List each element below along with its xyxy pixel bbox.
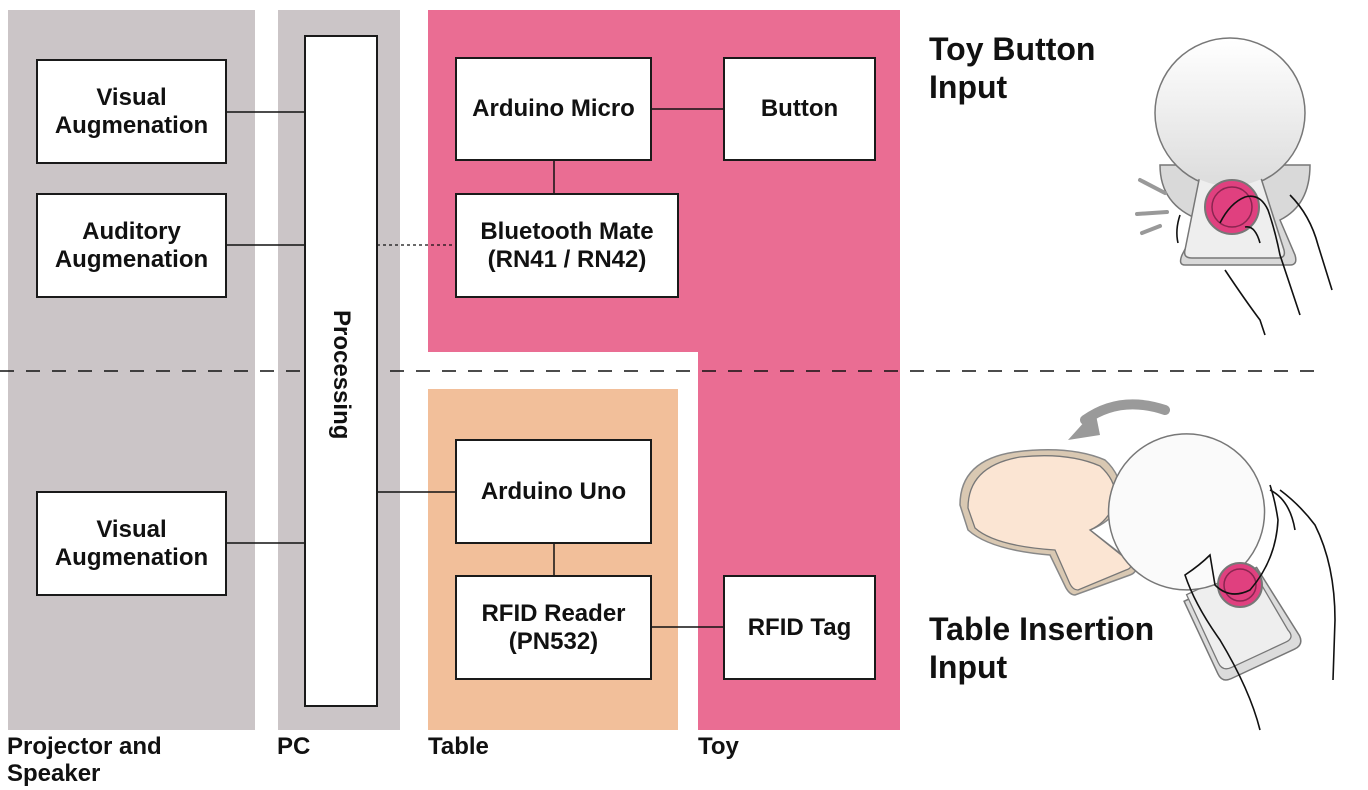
table-slot-icon [959, 449, 1137, 596]
button-box: Button [723, 57, 876, 161]
rfid-reader-box: RFID Reader (PN532) [455, 575, 652, 680]
table-insertion-illustration [959, 399, 1336, 731]
hand-icon [1176, 194, 1333, 336]
visual-augmentation-box-bottom: Visual Augmenation [36, 491, 227, 596]
processing-box [304, 35, 378, 707]
toy-button-input-title: Toy Button Input [929, 31, 1096, 105]
toy-button-icon [1204, 179, 1260, 235]
visual-augmentation-box-top: Visual Augmenation [36, 59, 227, 164]
hand-icon-grip [1184, 484, 1336, 731]
table-insertion-input-title: Table Insertion Input [929, 611, 1155, 685]
group-label-table: Table [428, 733, 489, 760]
group-label-projector-speaker: Projector and Speaker [7, 733, 162, 787]
rfid-tag-box: RFID Tag [723, 575, 876, 680]
press-motion-icon [1135, 178, 1169, 235]
group-label-pc: PC [277, 733, 311, 760]
toy-button-icon-tilted [1217, 562, 1263, 608]
arduino-micro-box: Arduino Micro [455, 57, 652, 161]
bluetooth-mate-box: Bluetooth Mate (RN41 / RN42) [455, 193, 679, 298]
auditory-augmentation-box: Auditory Augmenation [36, 193, 227, 298]
arduino-uno-box: Arduino Uno [455, 439, 652, 544]
processing-label: Processing [328, 310, 355, 440]
group-label-toy: Toy [698, 733, 739, 760]
toy-body-icon-tilted [1107, 433, 1302, 681]
rotate-arrow-icon [1068, 399, 1170, 440]
toy-button-press-illustration [1135, 37, 1333, 336]
